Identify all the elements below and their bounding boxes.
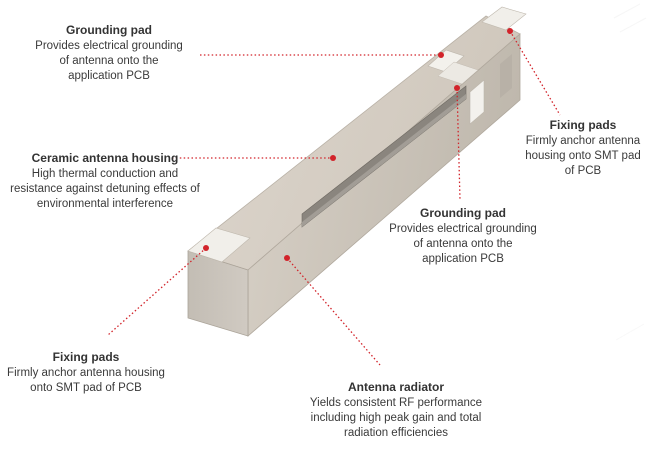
marker-dot-radiator: [284, 255, 290, 261]
callout-title: Ceramic antenna housing: [31, 151, 179, 165]
callout-line: Firmly anchor antenna housing: [7, 367, 165, 379]
antenna-notch: [469, 79, 485, 125]
callout-title: Fixing pads: [549, 118, 617, 132]
antenna-end-face: [187, 250, 249, 337]
leader-fixing-left: [107, 247, 207, 336]
grounding-pad-strip: [437, 61, 479, 85]
callout-line: of PCB: [564, 165, 602, 177]
fixing-pad-left: [187, 227, 251, 263]
callout-radiator: Antenna radiator Yields consistent RF pe…: [298, 380, 494, 441]
marker-dot-fixing-right: [507, 28, 513, 34]
callout-line: onto SMT pad of PCB: [30, 382, 142, 394]
antenna-body: [187, 6, 527, 337]
callout-line: Provides electrical grounding: [389, 223, 537, 235]
callout-fixing-left: Fixing pads Firmly anchor antenna housin…: [0, 350, 172, 396]
callout-ceramic-housing: Ceramic antenna housing High thermal con…: [0, 151, 210, 212]
callout-grounding-mid: Grounding pad Provides electrical ground…: [370, 206, 556, 267]
callout-line: resistance against detuning effects of: [10, 183, 200, 195]
callout-title: Fixing pads: [52, 350, 120, 364]
leader-grounding-mid: [456, 87, 461, 201]
callout-line: Provides electrical grounding: [35, 40, 183, 52]
callout-line: Firmly anchor antenna: [525, 135, 641, 147]
callout-line: housing onto SMT pad: [525, 150, 641, 162]
leader-lines: [107, 30, 561, 366]
marker-dot-ceramic: [330, 155, 336, 161]
callout-line: radiation efficiencies: [344, 427, 448, 439]
marker-dot-fixing-left: [203, 245, 209, 251]
callout-line: Yields consistent RF performance: [309, 397, 483, 409]
callout-title: Grounding pad: [66, 23, 152, 37]
leader-fixing-right: [509, 30, 561, 116]
callout-line: including high peak gain and total: [310, 412, 482, 424]
background-decoration: [613, 3, 647, 341]
callout-title: Antenna radiator: [347, 380, 444, 394]
fixing-pad-right: [481, 6, 527, 31]
callout-line: environmental interference: [36, 198, 174, 210]
callout-line: High thermal conduction and: [31, 168, 179, 180]
callout-grounding-top: Grounding pad Provides electrical ground…: [16, 23, 202, 84]
callout-line: application PCB: [422, 253, 504, 265]
marker-dots: [203, 28, 513, 261]
callout-title: Grounding pad: [420, 206, 506, 220]
callout-line: application PCB: [68, 70, 150, 82]
marker-dot-grounding-mid: [454, 85, 460, 91]
callout-fixing-right: Fixing pads Firmly anchor antenna housin…: [518, 118, 648, 179]
leader-radiator: [286, 257, 381, 366]
marker-dot-grounding-top: [438, 52, 444, 58]
callout-line: of antenna onto the: [59, 55, 159, 67]
callout-line: of antenna onto the: [413, 238, 513, 250]
